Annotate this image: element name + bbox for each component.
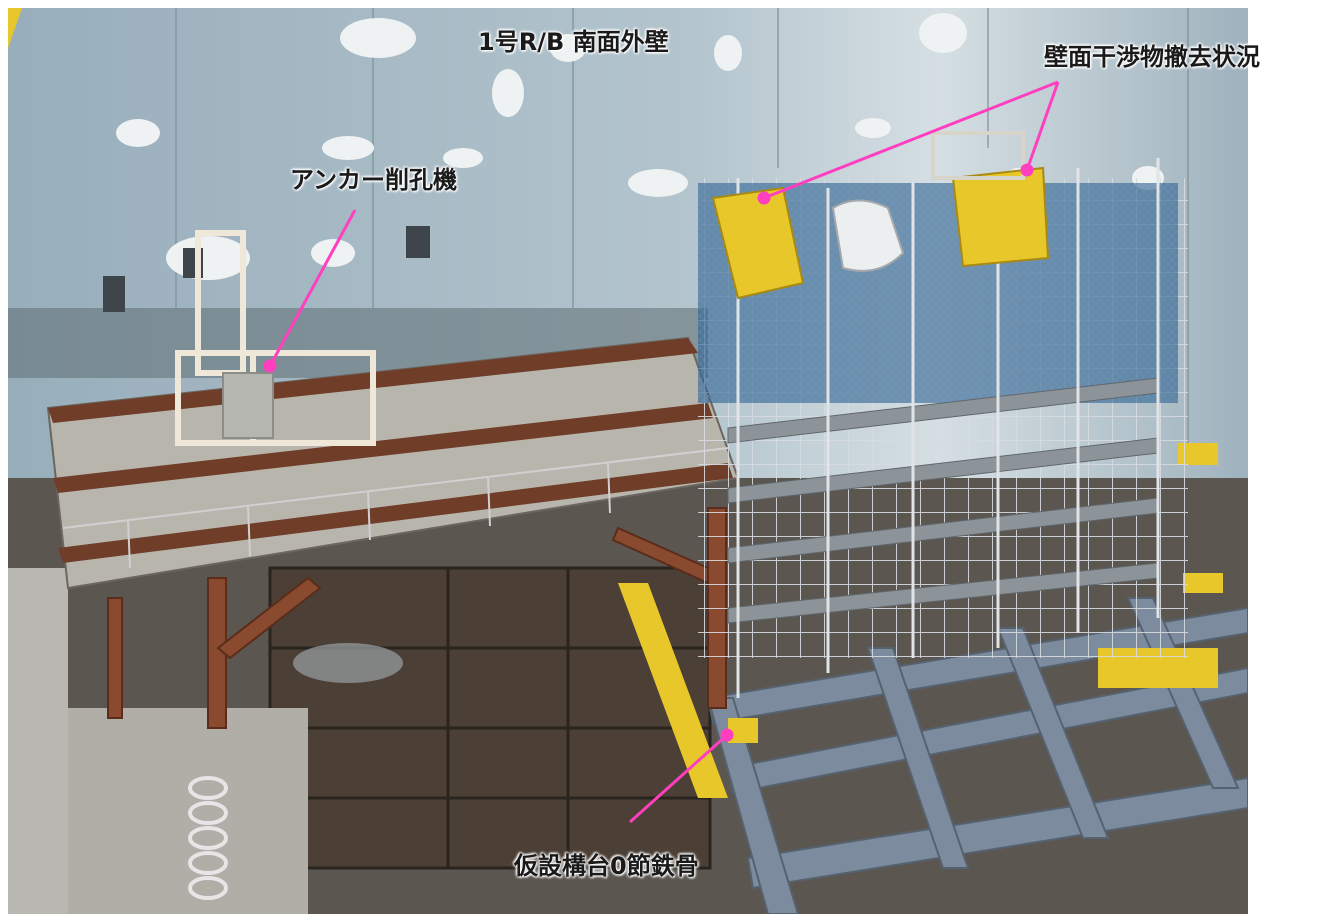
site-photo — [8, 8, 1248, 914]
photo-title: 1号R/B 南面外壁 — [478, 28, 669, 56]
concrete-block-left — [8, 568, 68, 914]
white-tarp — [831, 199, 905, 272]
anchor-drilling-machine — [175, 230, 376, 446]
water-puddle — [293, 643, 403, 683]
label-anchor-drilling-machine: アンカー削孔機 — [290, 166, 458, 194]
concrete-wall-lower — [68, 708, 308, 914]
label-wall-interference-removal: 壁面干渉物撤去状況 — [1044, 43, 1260, 71]
label-temporary-gantry-steel: 仮設構台0節鉄骨 — [514, 852, 699, 880]
logo-mark — [8, 8, 22, 48]
ladder-rings — [188, 776, 228, 900]
